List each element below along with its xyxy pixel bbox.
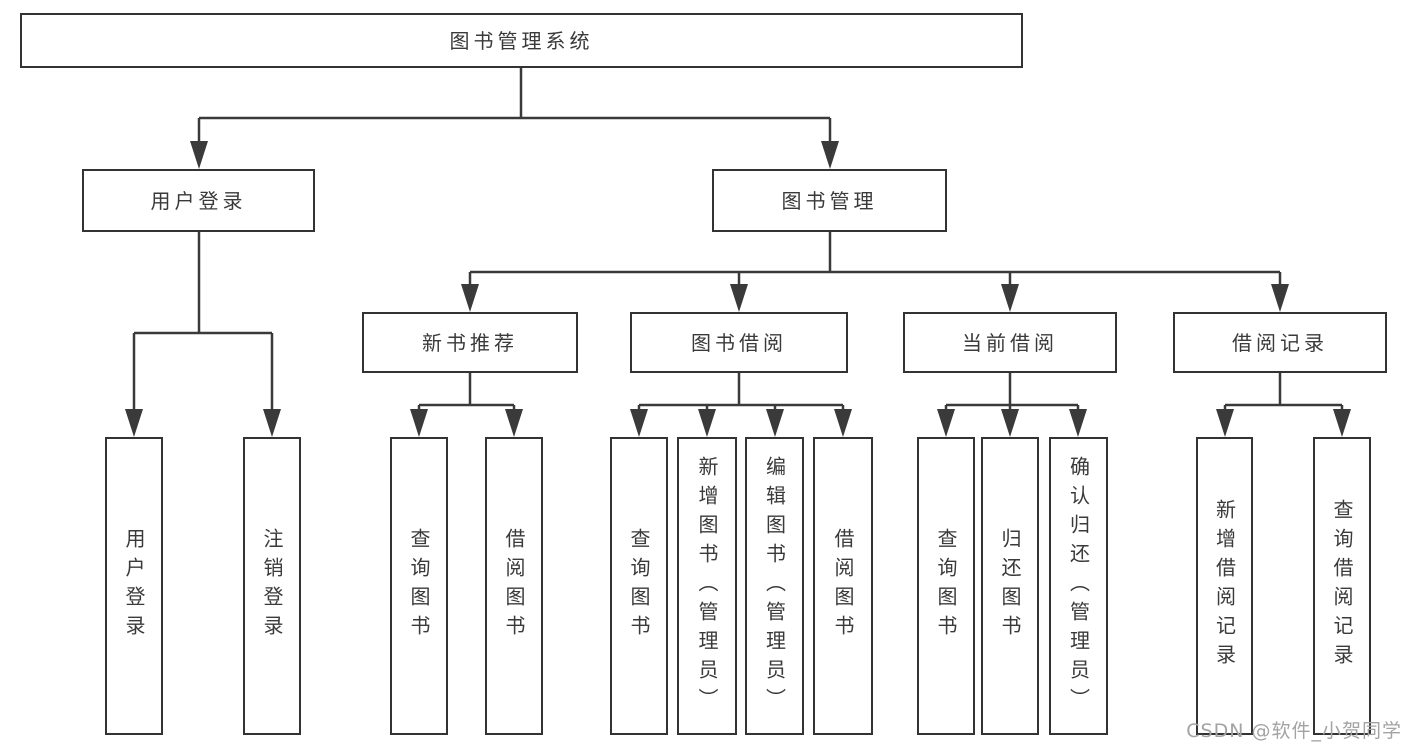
node-library-management-system: 图书管理系统 bbox=[20, 13, 1023, 68]
node-leaf-query-books-3: 查询图书 bbox=[917, 437, 975, 735]
node-user-login: 用户登录 bbox=[82, 169, 315, 232]
node-book-management: 图书管理 bbox=[712, 169, 947, 232]
node-leaf-borrow-books-1: 借阅图书 bbox=[485, 437, 543, 735]
node-leaf-user-login: 用户登录 bbox=[105, 437, 163, 735]
tree-edges bbox=[132, 68, 1344, 412]
node-book-borrowing: 图书借阅 bbox=[630, 312, 848, 373]
node-new-book-recommendation: 新书推荐 bbox=[362, 312, 578, 373]
node-leaf-borrow-books-2: 借阅图书 bbox=[813, 437, 873, 735]
node-leaf-query-borrow-record: 查询借阅记录 bbox=[1313, 437, 1371, 735]
node-leaf-add-borrow-record: 新增借阅记录 bbox=[1196, 437, 1253, 735]
arrow-head-icon bbox=[125, 141, 1351, 437]
node-current-borrowing: 当前借阅 bbox=[903, 312, 1117, 373]
node-borrowing-records: 借阅记录 bbox=[1173, 312, 1387, 373]
node-leaf-query-books-2: 查询图书 bbox=[610, 437, 668, 735]
node-leaf-logout: 注销登录 bbox=[243, 437, 301, 735]
node-leaf-confirm-return-admin: 确认归还（管理员） bbox=[1049, 437, 1108, 735]
watermark: CSDN @软件_小贺同学 bbox=[1186, 720, 1402, 742]
node-leaf-query-books-1: 查询图书 bbox=[390, 437, 448, 735]
node-leaf-return-books: 归还图书 bbox=[981, 437, 1039, 735]
node-leaf-add-books-admin: 新增图书（管理员） bbox=[677, 437, 737, 735]
node-leaf-edit-books-admin: 编辑图书（管理员） bbox=[745, 437, 804, 735]
